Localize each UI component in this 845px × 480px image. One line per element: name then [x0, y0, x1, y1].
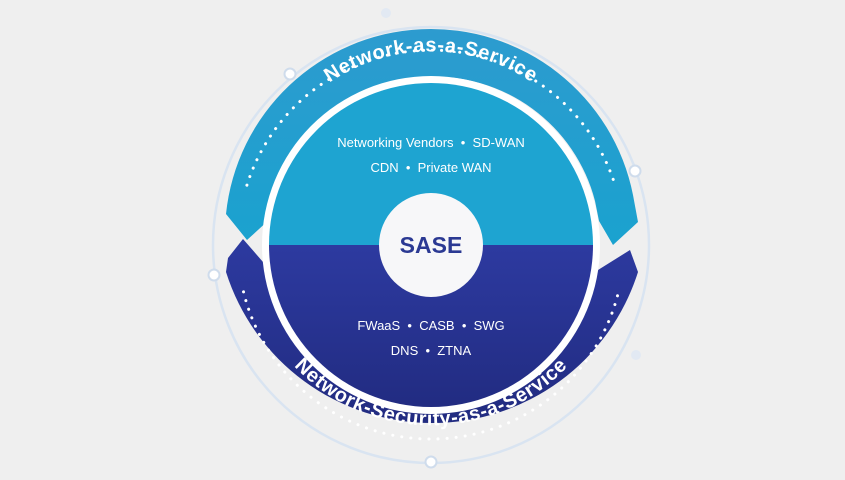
top-items-line-2: CDN • Private WAN: [370, 160, 491, 175]
ring-node-dot: [207, 268, 221, 282]
ring-node-dot: [424, 455, 438, 469]
decor-dot: [381, 8, 391, 18]
center-circle: [379, 193, 483, 297]
ring-node-dot: [628, 164, 642, 178]
bottom-items-line-2: DNS • ZTNA: [391, 343, 472, 358]
top-items-line-1: Networking Vendors • SD-WAN: [337, 135, 525, 150]
bottom-items-line-1: FWaaS • CASB • SWG: [357, 318, 504, 333]
decor-dot: [631, 350, 641, 360]
top-arc-arrow: [226, 29, 638, 245]
bottom-arc-dotted-track: [242, 290, 620, 441]
ring-node-dot: [283, 67, 297, 81]
top-arc-dotted-track: [245, 48, 617, 187]
center-label: SASE: [400, 232, 463, 258]
